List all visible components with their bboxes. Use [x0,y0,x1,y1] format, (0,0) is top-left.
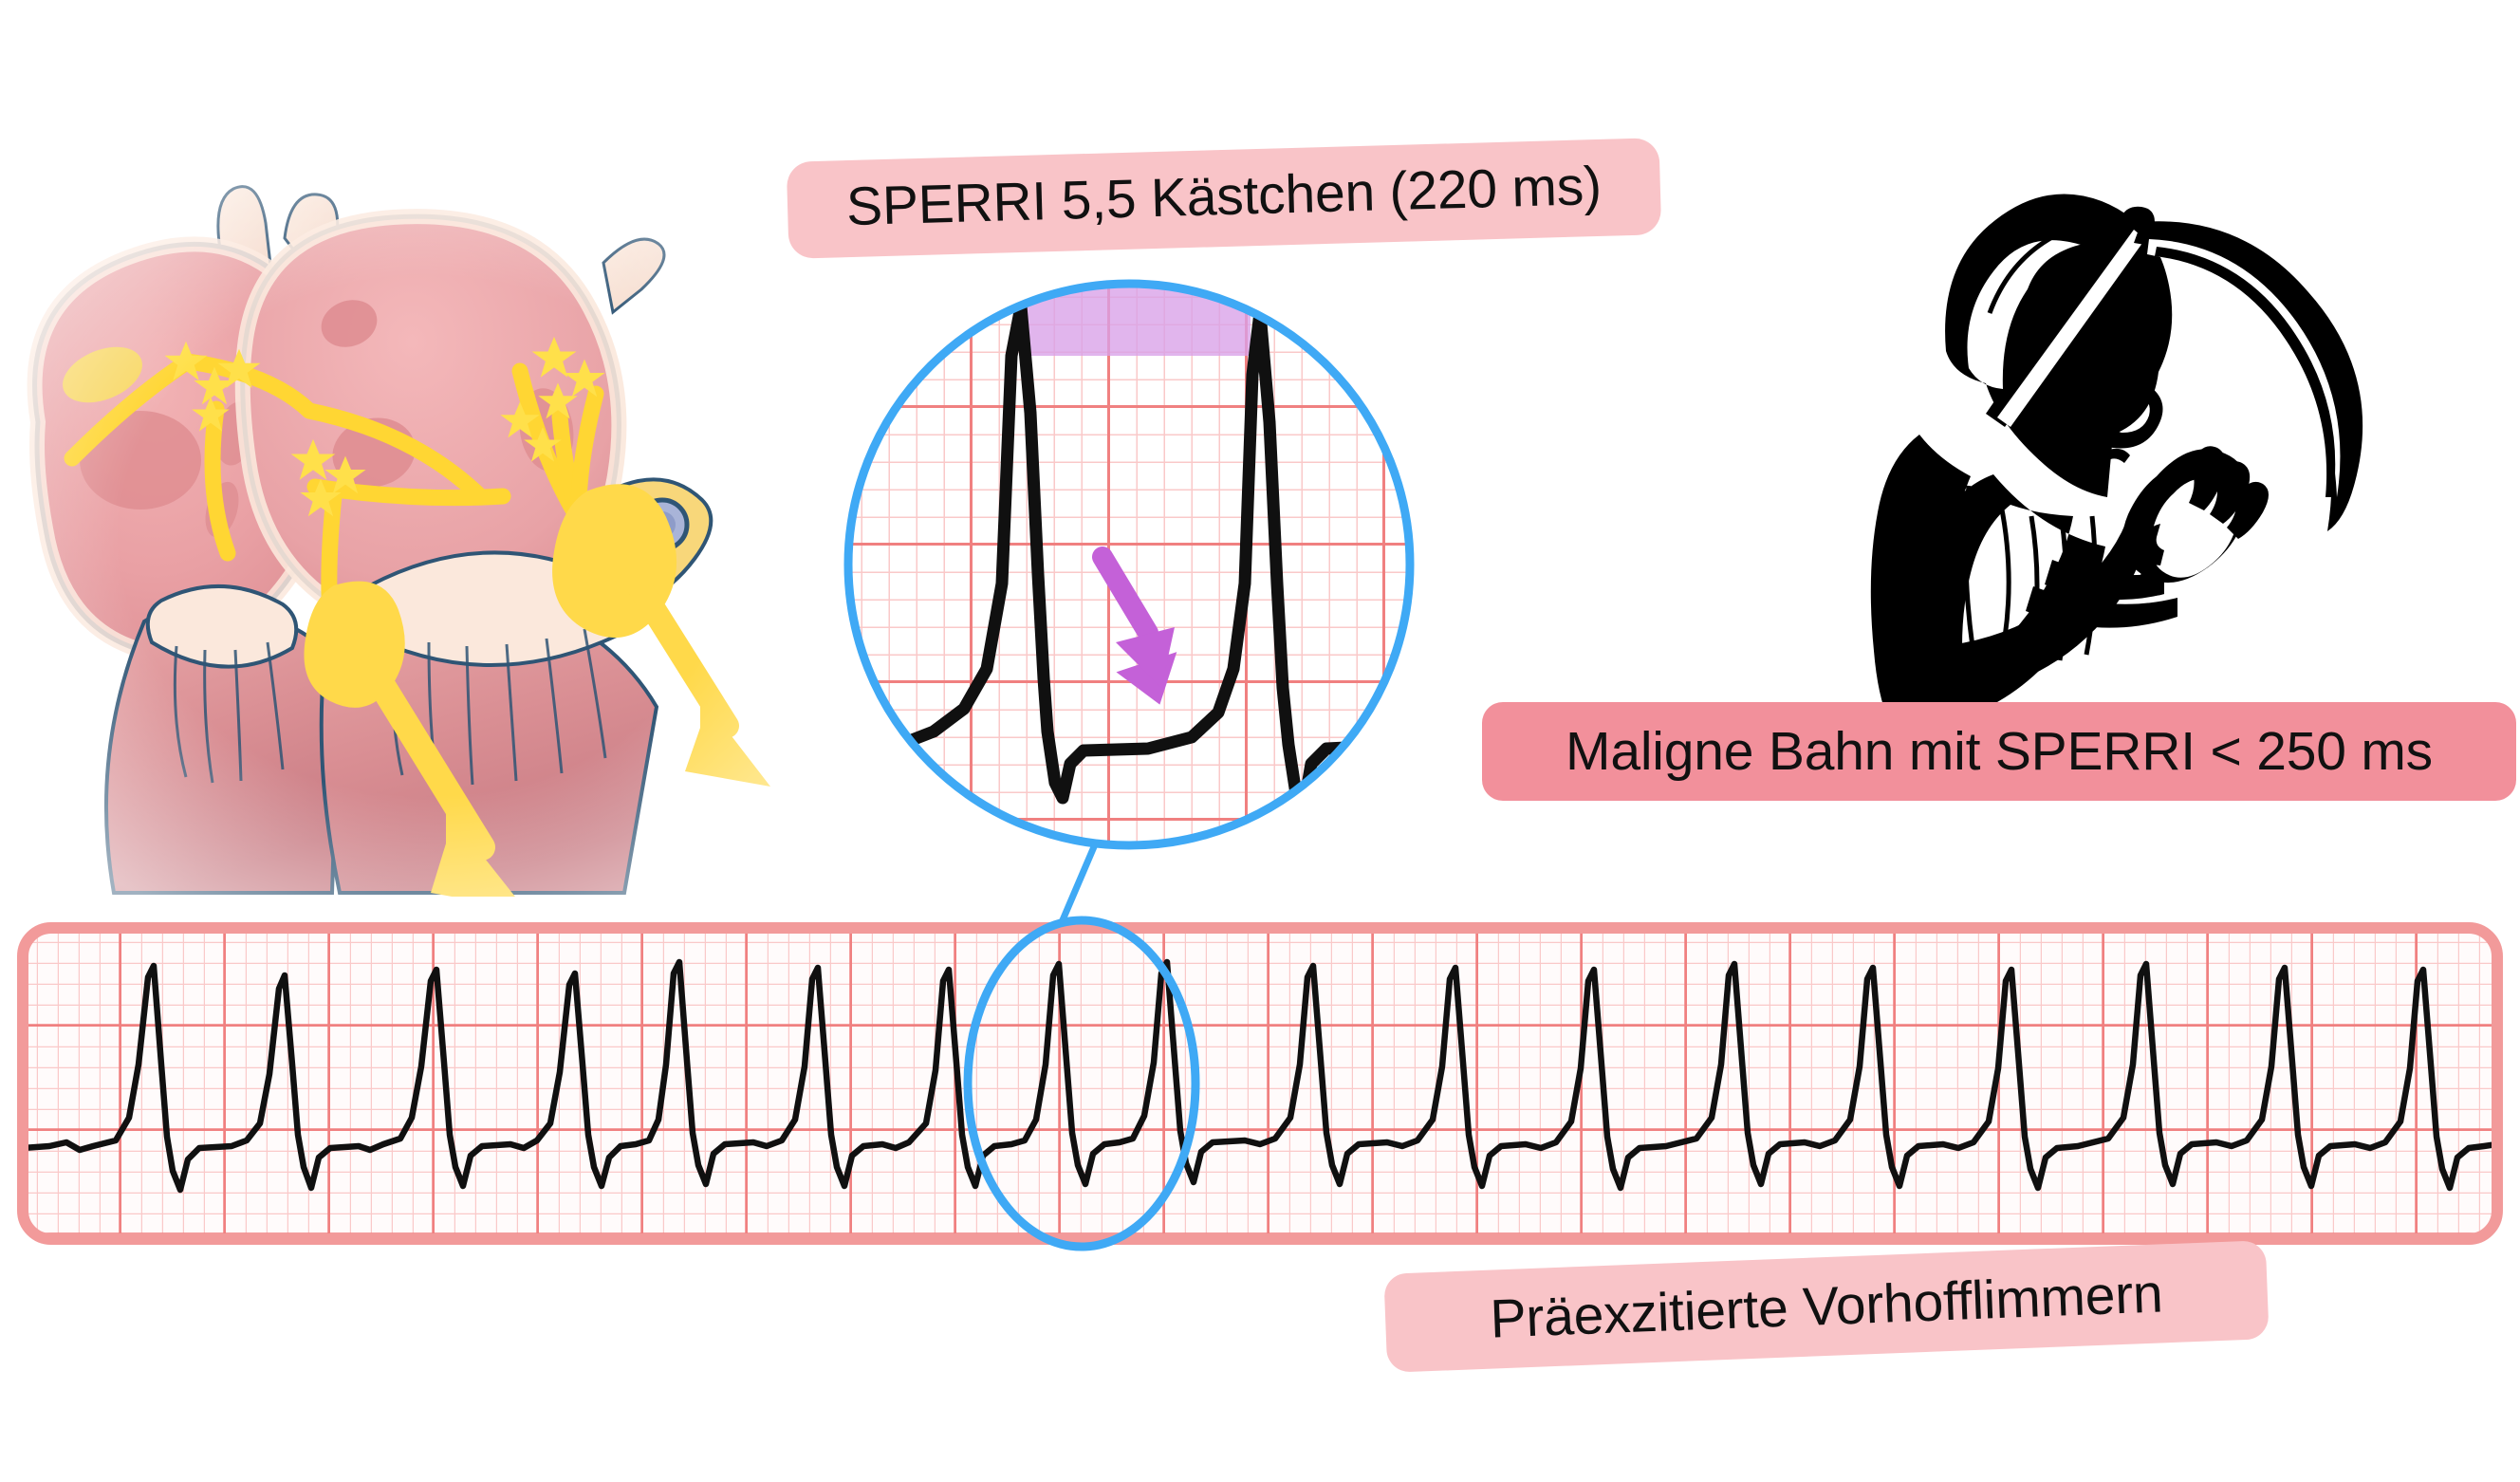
magnified-ecg-detail[interactable] [835,270,1423,859]
grip-hand [2076,375,2163,449]
ecg-strip-border [17,922,2503,1245]
skull-outline [2022,243,2159,400]
illustration-vignette [0,176,854,897]
rhythm-strip-preexcited-af[interactable] [17,922,2503,1245]
highlight-ellipse-ring [963,916,1200,1251]
heart-body [0,176,854,897]
scythe-blade [2134,221,2363,531]
nasal-cavity [2079,339,2098,350]
robe-fold-lower [1950,522,2147,695]
shortest-rr-highlight[interactable] [958,913,1205,1254]
grim-reaper-illustration [1870,194,2363,721]
label-maligne-pathway: Maligne Bahn mit SPERRI < 250 ms [1482,702,2516,801]
magnified-ecg-trace [848,300,1410,814]
magnifier-ring [843,279,1415,850]
scythe-handle-highlight [1997,230,2145,427]
reaper-ink-group [1870,194,2363,721]
hood-drape-lines [1956,210,2054,333]
strip-inner [23,928,2497,1239]
magnified-grid [848,284,1410,845]
heart-anatomy-illustration [0,176,854,897]
label-sperri: SPERRI 5,5 Kästchen (220 ms) [786,138,1662,259]
magnifier-contents [848,284,1410,845]
grip-fingers [2096,397,2130,463]
ecg-trace [23,958,2497,1194]
skeletal-hand [2122,446,2269,596]
robe-left-sleeve [1870,435,1971,721]
robe-belt [2045,560,2164,601]
delta-wave-arrow [1092,546,1177,705]
robe-drape-lines [1935,485,2098,661]
label-preexcited-af: Präexzitierte Vorhofflimmern [1383,1240,2270,1373]
